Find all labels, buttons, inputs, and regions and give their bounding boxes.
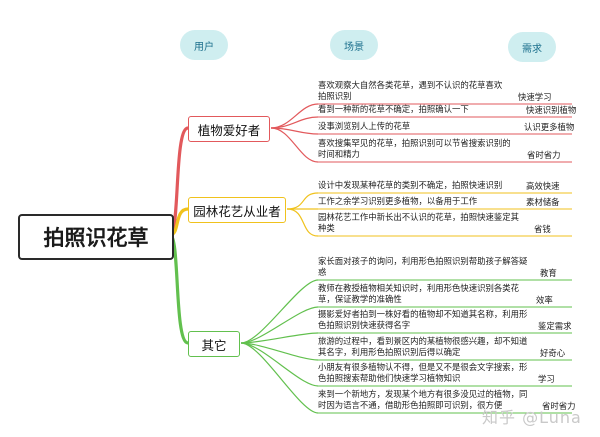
- scene-text: 教师在教授植物相关知识时，利用形色快速识别各类花草，保证教学的准确性: [318, 283, 519, 305]
- category-node: 园林花艺从业者: [188, 197, 286, 223]
- category-to-item-connector: [240, 342, 319, 414]
- scene-text-line: 色拍照识别快速获得名字: [318, 320, 411, 330]
- scene-text: 喜欢搜集罕见的花草，拍照识别可以节省搜索识别的时间和精力: [318, 138, 511, 160]
- scene-text-line: 旅游的过程中，看到景区内的某植物很感兴趣，却不知道: [318, 336, 528, 346]
- scene-text-line: 惑: [318, 267, 327, 277]
- need-text: 教育: [540, 268, 557, 278]
- header-user: 用户: [180, 30, 228, 60]
- scene-text-line: 拍照识别: [318, 91, 352, 101]
- category-node: 其它: [188, 331, 240, 357]
- need-text: 快速学习: [518, 92, 552, 102]
- header-scene-label: 场景: [344, 41, 364, 53]
- root-label: 拍照识花草: [43, 226, 149, 250]
- scene-text-line: 没事浏览别人上传的花草: [318, 121, 411, 131]
- need-text: 省钱: [534, 224, 551, 234]
- category-to-item-connector: [240, 279, 319, 344]
- category-node: 植物爱好者: [188, 116, 270, 142]
- header-scene: 场景: [330, 30, 378, 60]
- scene-text: 设计中发现某种花草的类别不确定，拍照快速识别: [318, 180, 502, 191]
- scene-text: 工作之余学习识别更多植物，以备用于工作: [318, 196, 477, 207]
- category-to-item-connector: [270, 127, 319, 163]
- need-text: 认识更多植物: [524, 122, 575, 132]
- scene-text-line: 时间和精力: [318, 149, 360, 159]
- category-to-item-connector: [240, 306, 319, 344]
- category-to-item-connector: [240, 342, 319, 361]
- scene-text: 没事浏览别人上传的花草: [318, 121, 410, 132]
- scene-text-line: 喜欢观察大自然各类花草，遇到不认识的花草喜欢: [318, 80, 503, 90]
- scene-text-line: 设计中发现某种花草的类别不确定，拍照快速识别: [318, 180, 503, 190]
- scene-text: 来到一个新地方，发现某个地方有很多没见过的植物，同时因为语言不通，借助形色拍照即…: [318, 389, 527, 411]
- need-text: 素材储备: [526, 197, 560, 207]
- category-to-item-connector: [286, 192, 319, 210]
- category-label: 其它: [201, 337, 227, 353]
- scene-text-line: 教师在教授植物相关知识时，利用形色快速识别各类花: [318, 283, 519, 293]
- category-label: 园林花艺从业者: [193, 203, 281, 219]
- scene-text: 小朋友有很多植物认不得，但是又不是很会文字搜索，形色拍照搜索帮助他们快速学习植物…: [318, 362, 527, 384]
- scene-text-line: 小朋友有很多植物认不得，但是又不是很会文字搜索，形: [318, 362, 528, 372]
- watermark: 知乎 @Luna: [482, 408, 582, 427]
- header-user-label: 用户: [194, 41, 214, 53]
- scene-text-line: 种类: [318, 223, 335, 233]
- scene-text-line: 色拍照搜索帮助他们快速学习植物知识: [318, 373, 461, 383]
- scene-text-line: 看到一种新的花草不确定，拍照确认一下: [318, 104, 469, 114]
- header-need: 需求: [508, 32, 556, 62]
- category-to-item-connector: [240, 332, 319, 344]
- need-text: 省时省力: [527, 150, 561, 160]
- need-text: 高效快速: [526, 181, 560, 191]
- scene-text-line: 摄影爱好者拍到一株好看的植物却不知道其名称，利用形: [318, 309, 528, 319]
- need-text: 效率: [536, 295, 553, 305]
- scene-text: 家长面对孩子的询问，利用形色拍照识别帮助孩子解答疑惑: [318, 256, 527, 278]
- category-to-item-connector: [240, 342, 319, 387]
- scene-text-line: 来到一个新地方，发现某个地方有很多没见过的植物，同: [318, 389, 528, 399]
- category-label: 植物爱好者: [197, 122, 261, 138]
- scene-text-line: 喜欢搜集罕见的花草，拍照识别可以节省搜索识别的: [318, 138, 511, 148]
- scene-text-line: 草，保证教学的准确性: [318, 294, 402, 304]
- need-text: 快速识别植物: [526, 105, 577, 115]
- need-text: 好奇心: [540, 348, 566, 358]
- header-need-label: 需求: [522, 43, 542, 55]
- root-node: 拍照识花草: [18, 214, 174, 260]
- scene-text: 喜欢观察大自然各类花草，遇到不认识的花草喜欢拍照识别: [318, 80, 502, 102]
- scene-text-line: 其名字，利用形色拍照识别后得以确定: [318, 347, 461, 357]
- need-text: 鉴定需求: [538, 321, 572, 331]
- scene-text-line: 时因为语言不通，借助形色拍照即可识别，很方便: [318, 400, 503, 410]
- category-to-item-connector: [286, 208, 319, 237]
- need-text: 省时省力: [542, 401, 576, 411]
- scene-text: 摄影爱好者拍到一株好看的植物却不知道其名称，利用形色拍照识别快速获得名字: [318, 309, 527, 331]
- need-text: 学习: [538, 374, 555, 384]
- scene-text: 旅游的过程中，看到景区内的某植物很感兴趣，却不知道其名字，利用形色拍照识别后得以…: [318, 336, 527, 358]
- scene-text-line: 园林花艺工作中新长出不认识的花草，拍照快速鉴定其: [318, 212, 519, 222]
- category-to-item-connector: [270, 103, 319, 129]
- scene-text-line: 家长面对孩子的询问，利用形色拍照识别帮助孩子解答疑: [318, 256, 528, 266]
- scene-text: 看到一种新的花草不确定，拍照确认一下: [318, 104, 469, 115]
- scene-text-line: 工作之余学习识别更多植物，以备用于工作: [318, 196, 478, 206]
- scene-text: 园林花艺工作中新长出不认识的花草，拍照快速鉴定其种类: [318, 212, 519, 234]
